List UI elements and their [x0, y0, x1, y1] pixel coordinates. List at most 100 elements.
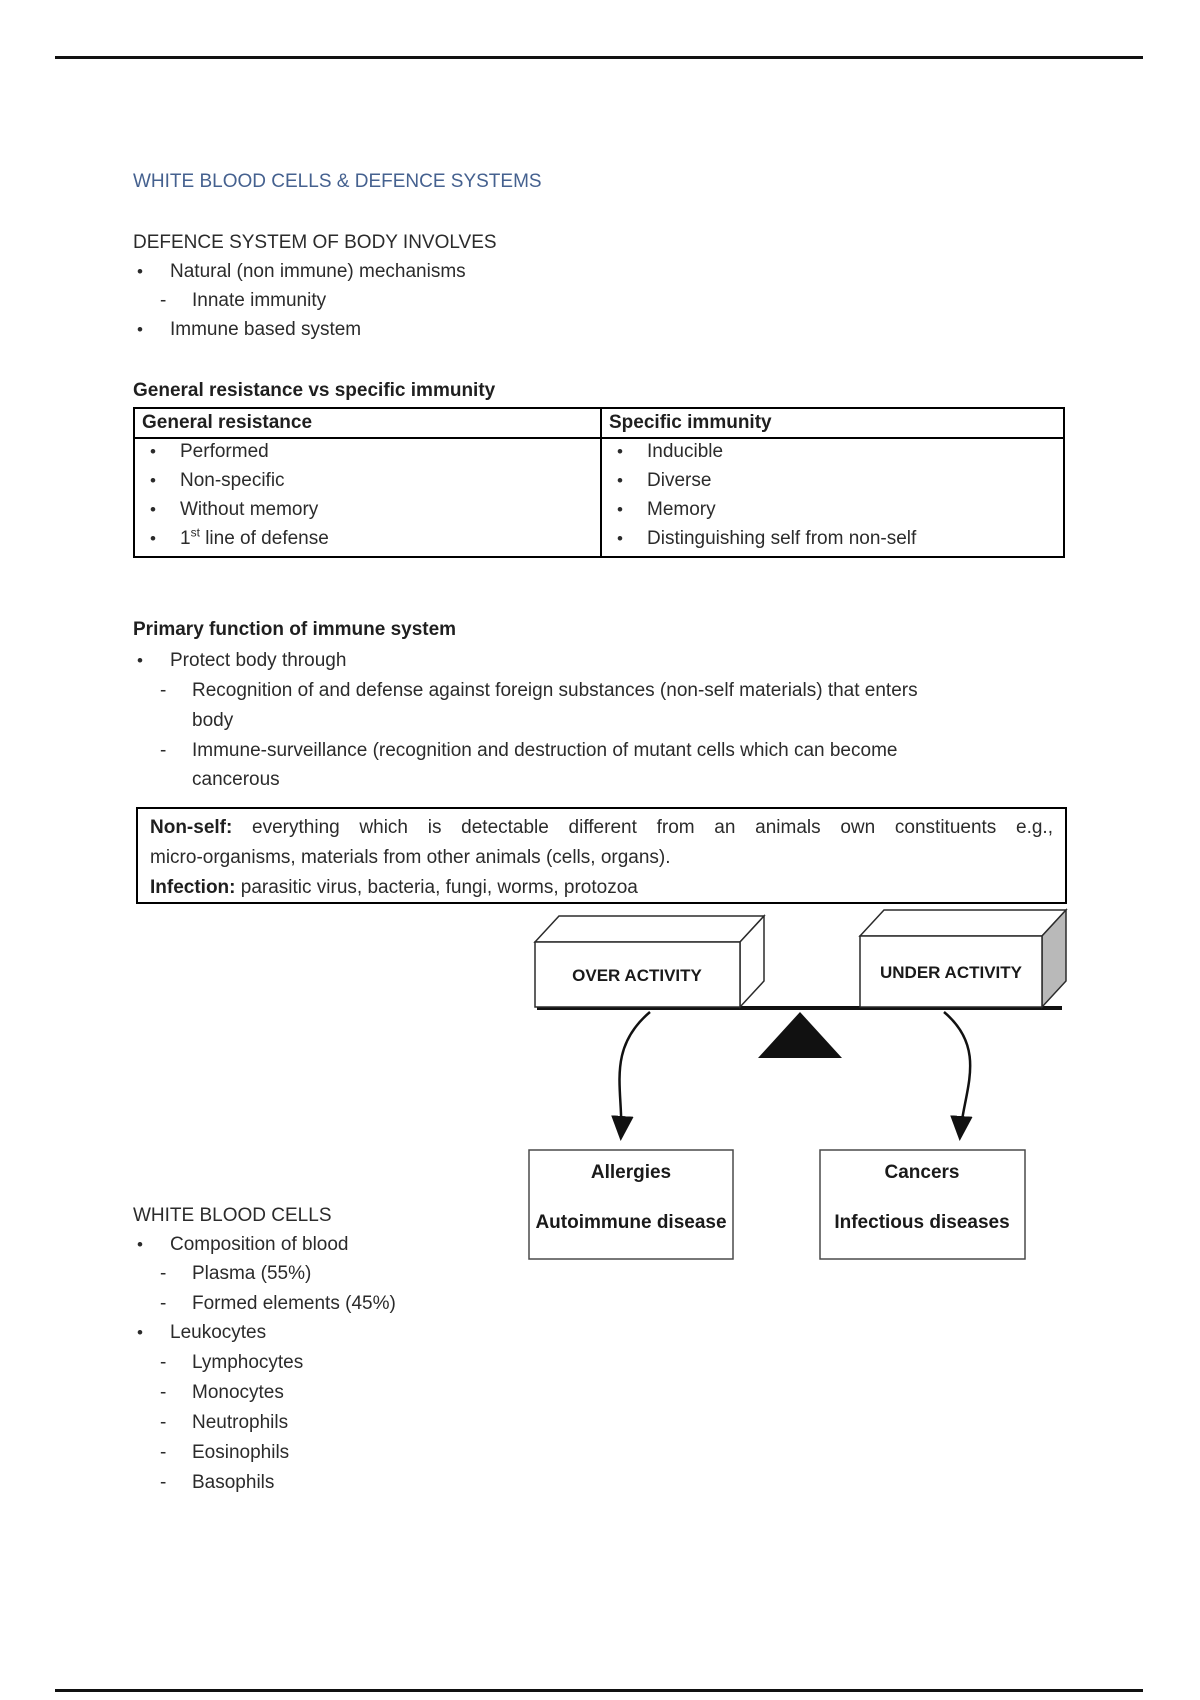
autoimmune-label: Autoimmune disease	[535, 1212, 726, 1233]
list-item-label: Leukocytes	[170, 1322, 267, 1343]
infectious-label: Infectious diseases	[834, 1212, 1009, 1233]
over-activity-label: OVER ACTIVITY	[572, 966, 702, 985]
dash-marker: -	[160, 290, 167, 311]
defence-heading: DEFENCE SYSTEM OF BODY INVOLVES	[133, 232, 497, 253]
list-item-label: Natural (non immune) mechanisms	[170, 261, 466, 282]
bullet-marker: •	[150, 442, 156, 461]
dash-marker: -	[160, 1382, 167, 1403]
list-item-continuation: cancerous	[192, 769, 280, 790]
list-item: - Plasma (55%)	[160, 1259, 311, 1289]
dash-marker: -	[160, 740, 167, 761]
list-item: - Basophils	[160, 1468, 274, 1498]
table-cell-label: Inducible	[647, 441, 724, 462]
wbc-heading: WHITE BLOOD CELLS	[133, 1205, 332, 1226]
allergies-box: Allergies Autoimmune disease	[528, 1149, 734, 1260]
list-item: • Natural (non immune) mechanisms	[137, 257, 466, 287]
bullet-marker: •	[137, 262, 143, 281]
list-item-label: Neutrophils	[192, 1412, 289, 1433]
list-item-label: Lymphocytes	[192, 1352, 304, 1373]
list-item: - Formed elements (45%)	[160, 1289, 396, 1319]
list-item: • Immune based system	[137, 315, 361, 345]
bullet-marker: •	[617, 529, 623, 548]
list-item-label: Immune-surveillance (recognition and des…	[192, 740, 898, 761]
table-row: • Memory	[617, 495, 716, 524]
cancers-label: Cancers	[885, 1162, 960, 1183]
bullet-marker: •	[137, 1323, 143, 1342]
note-line: Non-self: everything which is detectable…	[150, 817, 1053, 838]
table-row: • Performed	[150, 437, 269, 466]
list-item: •Protect body through	[137, 646, 346, 676]
arrow-over-to-allergies	[611, 1011, 651, 1141]
under-activity-box: UNDER ACTIVITY	[858, 908, 1068, 1009]
list-item: - Monocytes	[160, 1378, 284, 1408]
list-item-label: Protect body through	[170, 650, 347, 671]
table-header-right: Specific immunity	[609, 412, 772, 433]
bullet-marker: •	[137, 1235, 143, 1254]
table-cell-label: Distinguishing self from non-self	[647, 528, 917, 549]
note-line: Infection: parasitic virus, bacteria, fu…	[150, 877, 638, 898]
definition-note-box: Non-self: everything which is detectable…	[136, 807, 1067, 904]
cancers-box: Cancers Infectious diseases	[819, 1149, 1026, 1260]
table-cell-label: Diverse	[647, 470, 712, 491]
table-cell-label: Performed	[180, 441, 269, 462]
dash-marker: -	[160, 1472, 167, 1493]
bullet-marker: •	[150, 529, 156, 548]
dash-marker: -	[160, 1442, 167, 1463]
list-item-label: Immune based system	[170, 319, 362, 340]
table-header-left: General resistance	[142, 412, 313, 433]
table-cell-label: Memory	[647, 499, 716, 520]
dash-marker: -	[160, 1263, 167, 1284]
table-row: • Distinguishing self from non-self	[617, 524, 916, 553]
list-item-label: Plasma (55%)	[192, 1263, 312, 1284]
list-item-label: Composition of blood	[170, 1234, 349, 1255]
bullet-marker: •	[150, 471, 156, 490]
primary-function-heading: Primary function of immune system	[133, 619, 457, 640]
immune-balance-diagram: OVER ACTIVITY UNDER ACTIVITY Allergies A…	[528, 908, 1068, 1260]
list-item: - Lymphocytes	[160, 1348, 303, 1378]
list-item-label: Eosinophils	[192, 1442, 290, 1463]
table-cell-label: Non-specific	[180, 470, 285, 491]
bullet-marker: •	[617, 471, 623, 490]
balance-beam	[537, 1006, 1062, 1010]
list-item-label: Basophils	[192, 1472, 275, 1493]
table-column-divider	[600, 409, 602, 556]
table-row: • Without memory	[150, 495, 318, 524]
list-item: - Eosinophils	[160, 1438, 289, 1468]
list-item-continuation: body	[192, 710, 234, 731]
table-row: • Non-specific	[150, 466, 285, 495]
table-cell-label: 1st line of defense	[180, 525, 329, 549]
bullet-marker: •	[137, 320, 143, 339]
table-row: • Diverse	[617, 466, 711, 495]
list-item-label: Monocytes	[192, 1382, 284, 1403]
fulcrum-triangle	[758, 1012, 842, 1058]
table-cell-label: Without memory	[180, 499, 319, 520]
list-item-label: Innate immunity	[192, 290, 327, 311]
list-item: • Leukocytes	[137, 1318, 266, 1348]
list-item: - Recognition of and defense against fore…	[160, 676, 918, 706]
list-item: - Immune-surveillance (recognition and de…	[160, 736, 897, 766]
bullet-marker: •	[617, 500, 623, 519]
document-title: WHITE BLOOD CELLS & DEFENCE SYSTEMS	[133, 171, 542, 192]
dash-marker: -	[160, 1293, 167, 1314]
comparison-heading: General resistance vs specific immunity	[133, 380, 496, 401]
list-item: • Composition of blood	[137, 1230, 349, 1260]
allergies-label: Allergies	[591, 1162, 671, 1183]
bullet-marker: •	[150, 500, 156, 519]
note-line: micro-organisms, materials from other an…	[150, 847, 671, 868]
top-border-rule	[55, 56, 1143, 59]
note-term: Non-self:	[150, 817, 233, 838]
list-item: - Innate immunity	[160, 286, 326, 316]
bottom-border-rule	[55, 1689, 1143, 1692]
list-item-label: Formed elements (45%)	[192, 1293, 396, 1314]
list-item-label: Recognition of and defense against forei…	[192, 680, 918, 701]
list-item: - Neutrophils	[160, 1408, 288, 1438]
over-activity-box: OVER ACTIVITY	[533, 914, 766, 1009]
arrow-under-to-cancers	[943, 1011, 973, 1141]
dash-marker: -	[160, 1352, 167, 1373]
under-activity-label: UNDER ACTIVITY	[880, 963, 1023, 982]
dash-marker: -	[160, 1412, 167, 1433]
dash-marker: -	[160, 680, 167, 701]
table-row: •Inducible	[617, 437, 723, 466]
table-header-rule	[135, 437, 1063, 439]
